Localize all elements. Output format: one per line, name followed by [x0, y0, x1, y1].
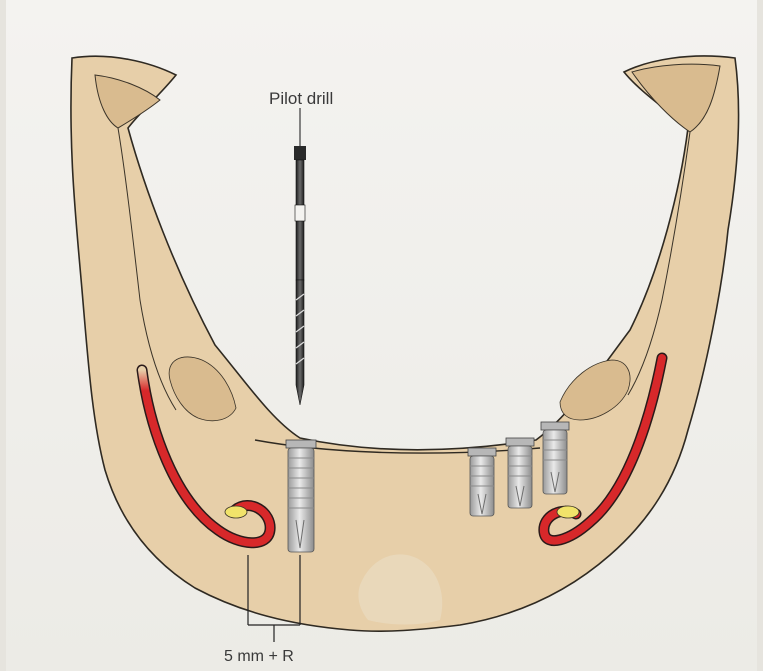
implant-right-2 — [506, 438, 534, 508]
right-mental-foramen — [557, 506, 579, 518]
measurement-label: 5 mm + R — [224, 648, 294, 666]
implant-right-3 — [541, 422, 569, 494]
pilot-drill-label: Pilot drill — [269, 89, 333, 109]
implant-left — [286, 440, 316, 552]
implant-right-1 — [468, 448, 496, 516]
mandible-bone — [71, 56, 739, 631]
pilot-drill — [294, 108, 306, 405]
left-mental-foramen — [225, 506, 247, 518]
